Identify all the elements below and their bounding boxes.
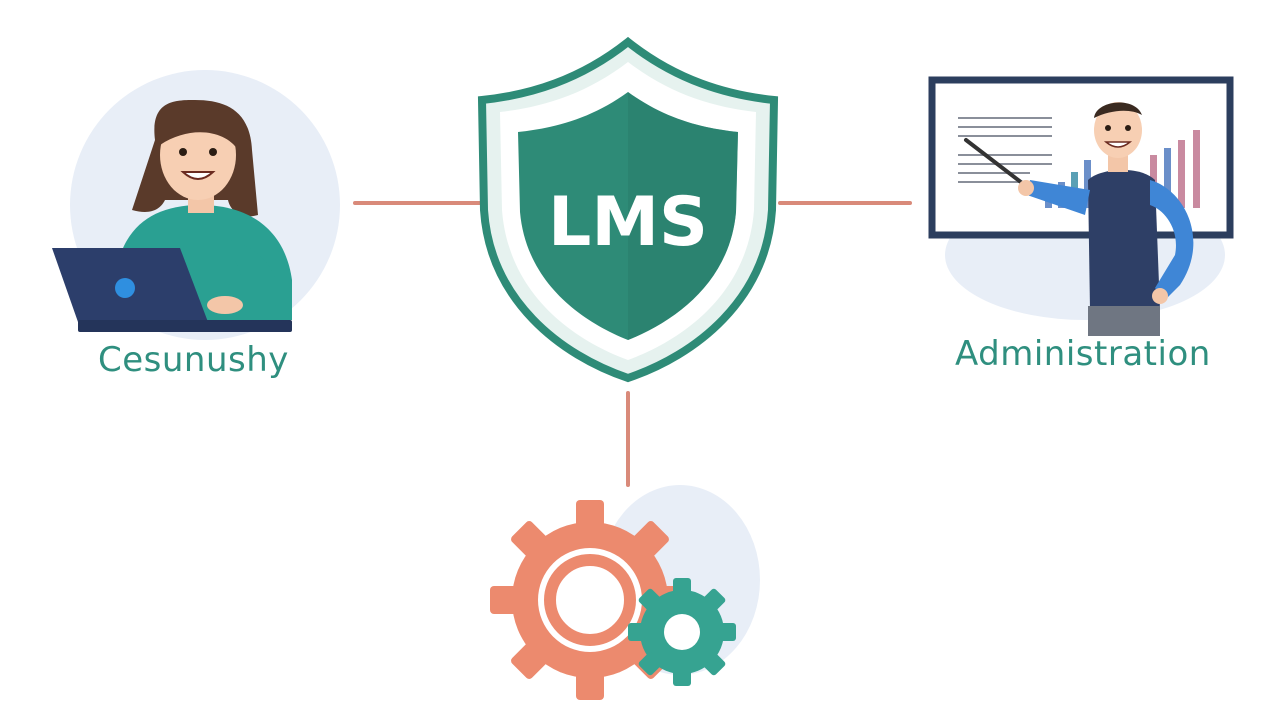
learner-illustration <box>52 70 340 340</box>
learner-label: Cesunushy <box>98 340 289 380</box>
system-illustration <box>490 485 760 700</box>
shield-icon: LMS <box>477 36 779 383</box>
presentation-board <box>928 76 1234 239</box>
shield-label: LMS <box>548 183 708 262</box>
admin-illustration <box>928 76 1234 336</box>
laptop-icon <box>52 248 292 332</box>
connectors <box>353 201 912 487</box>
admin-label: Administration <box>955 334 1211 374</box>
small-gear-icon <box>628 578 736 686</box>
